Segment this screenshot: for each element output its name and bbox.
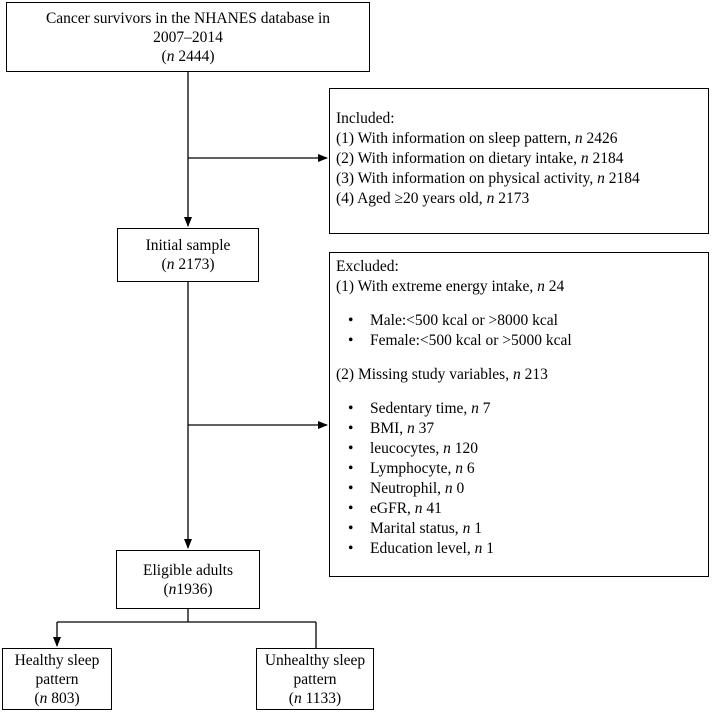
- healthy-count: (n 803): [34, 689, 80, 707]
- start-line1: Cancer survivors in the NHANES database …: [45, 9, 331, 27]
- list-item: eGFR, n 41: [336, 499, 702, 519]
- excluded-group1: (1) With extreme energy intake, n 24: [336, 278, 565, 295]
- missing-variables-list: Sedentary time, n 7 BMI, n 37 leucocytes…: [336, 399, 702, 559]
- list-item: BMI, n 37: [336, 419, 702, 439]
- unhealthy-line1: Unhealthy sleep: [264, 651, 366, 669]
- list-item: Female:<500 kcal or >5000 kcal: [336, 331, 702, 351]
- included-heading: Included:: [336, 110, 395, 127]
- healthy-line1: Healthy sleep: [14, 651, 100, 669]
- cancer-survivors-box: Cancer survivors in the NHANES database …: [6, 2, 370, 72]
- list-item: leucocytes, n 120: [336, 439, 702, 459]
- included-box: Included: (1) With information on sleep …: [329, 88, 709, 234]
- excluded-heading: Excluded:: [336, 258, 399, 275]
- eligible-adults-box: Eligible adults (n1936): [116, 550, 260, 609]
- included-item: (1) With information on sleep pattern, n…: [336, 130, 618, 147]
- eligible-label: Eligible adults: [143, 561, 233, 579]
- unhealthy-count: (n 1133): [288, 689, 342, 707]
- start-line2: 2007–2014: [153, 28, 223, 46]
- excluded-box: Excluded: (1) With extreme energy intake…: [329, 252, 709, 577]
- unhealthy-sleep-box: Unhealthy sleep pattern (n 1133): [256, 648, 374, 710]
- included-item: (3) With information on physical activit…: [336, 170, 640, 187]
- list-item: Education level, n 1: [336, 539, 702, 559]
- list-item: Sedentary time, n 7: [336, 399, 702, 419]
- initial-sample-box: Initial sample (n 2173): [117, 228, 259, 282]
- healthy-line2: pattern: [35, 670, 79, 688]
- initial-count: (n 2173): [161, 256, 215, 273]
- start-count: (n 2444): [161, 47, 215, 65]
- list-item: Male:<500 kcal or >8000 kcal: [336, 311, 702, 331]
- initial-label: Initial sample: [145, 237, 231, 254]
- included-item: (4) Aged ≥20 years old, n 2173: [336, 190, 530, 207]
- list-item: Marital status, n 1: [336, 519, 702, 539]
- energy-criteria-list: Male:<500 kcal or >8000 kcal Female:<500…: [336, 311, 702, 351]
- list-item: Neutrophil, n 0: [336, 479, 702, 499]
- list-item: Lymphocyte, n 6: [336, 459, 702, 479]
- unhealthy-line2: pattern: [293, 670, 337, 688]
- included-item: (2) With information on dietary intake, …: [336, 150, 624, 167]
- excluded-group2: (2) Missing study variables, n 213: [336, 366, 548, 383]
- healthy-sleep-box: Healthy sleep pattern (n 803): [2, 648, 112, 710]
- eligible-count: (n1936): [163, 580, 213, 598]
